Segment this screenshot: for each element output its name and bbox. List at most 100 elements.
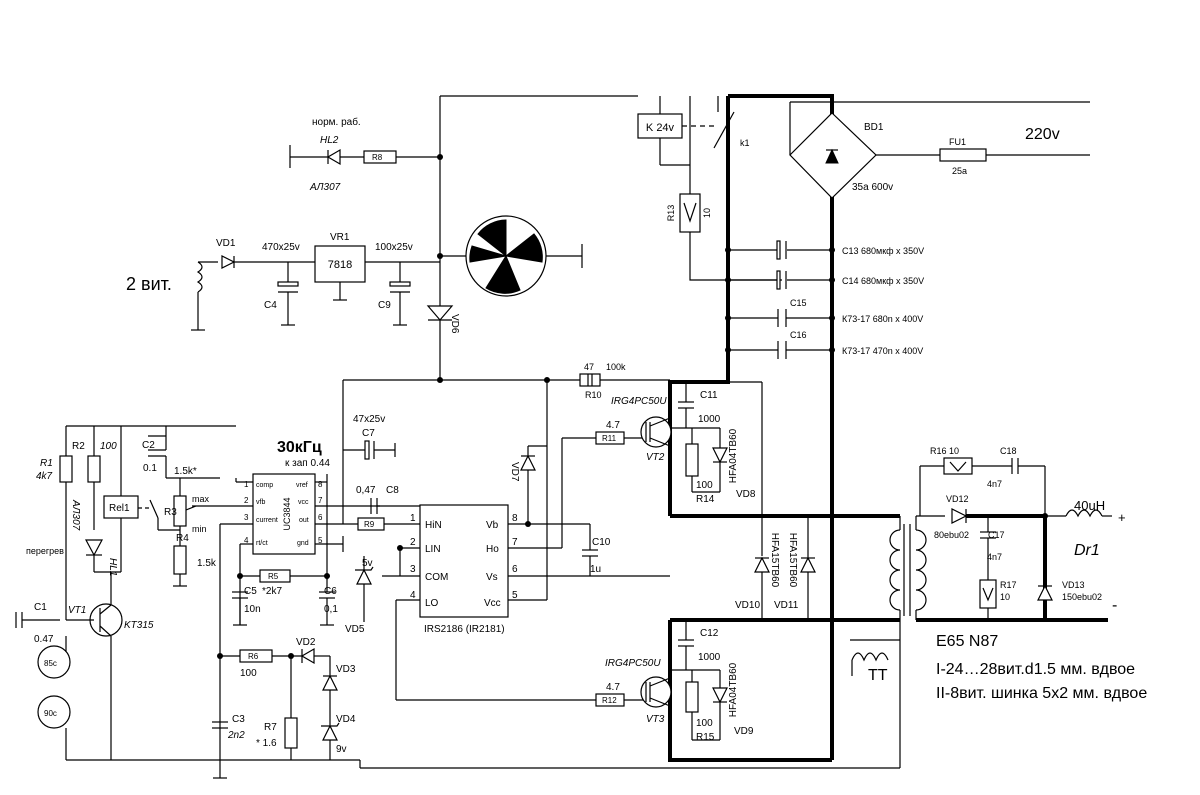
vd3-label: VD3 xyxy=(336,664,356,675)
tt-label: TT xyxy=(868,667,888,684)
hl2-mode-label: норм. раб. xyxy=(312,116,361,128)
ir-lin-pin: LIN xyxy=(425,544,441,555)
uc-rtct-pin: rt/ct xyxy=(256,540,268,547)
uc-pin-7: 7 xyxy=(318,496,323,505)
c12-value: 1000 xyxy=(698,652,721,663)
frequency-label: 30кГц xyxy=(277,439,322,456)
two-turns-label: 2 вит. xyxy=(126,274,172,294)
r12-value: 4.7 xyxy=(606,682,620,693)
c10-value: 1u xyxy=(590,564,601,575)
indicator-hl2: R8 норм. раб. HL2 АЛ307 xyxy=(289,116,440,193)
dr1-label: Dr1 xyxy=(1074,542,1100,559)
ir-pin-2: 2 xyxy=(410,537,416,548)
rc-network: R5 *2k7 C5 10n C6 0,1 xyxy=(232,569,338,626)
uc-current-pin: current xyxy=(256,517,278,524)
r7-label: R7 xyxy=(264,722,277,733)
inductor-value: 40uH xyxy=(1074,498,1105,513)
r13-value: 10 xyxy=(702,208,712,218)
vt3-part: IRG4PC50U xyxy=(605,658,661,669)
bd1-label: BD1 xyxy=(864,122,884,133)
c17-label: C17 xyxy=(988,530,1005,540)
r12-label: R12 xyxy=(602,696,617,705)
c8-value: 0,47 xyxy=(356,485,376,496)
capacitor-c10: C10 1u xyxy=(582,524,611,576)
mains-voltage-label: 220v xyxy=(1025,126,1060,143)
uc-pin-5: 5 xyxy=(318,536,323,545)
ic-irs2186: HiN LIN COM LO Vb Ho Vs Vcc 1 2 3 4 8 7 … xyxy=(382,437,670,701)
vt1-label: VT1 xyxy=(68,605,86,616)
uc-out-pin: out xyxy=(299,517,309,524)
r2-value: 100 xyxy=(100,441,117,452)
minus-terminal: - xyxy=(1112,597,1117,614)
c4-label: C4 xyxy=(264,300,277,311)
r4-label: R4 xyxy=(176,533,189,544)
uc-pin-3: 3 xyxy=(244,513,249,522)
bridge-bd1: BD1 35a 600v xyxy=(789,112,893,199)
c5-value: 10n xyxy=(244,604,261,615)
r3-star-value: 1.5k* xyxy=(174,466,197,477)
r13-label: R13 xyxy=(666,205,676,222)
kt315-label: KT315 xyxy=(124,620,154,631)
ir-name-label: IRS2186 (IR2181) xyxy=(424,624,505,635)
r4-value: 1.5k xyxy=(197,558,217,569)
c6-label: C6 xyxy=(324,586,337,597)
r17-value: 10 xyxy=(1000,592,1010,602)
r1-label: R1 xyxy=(40,458,53,469)
vd10-part: HFA15TB60 xyxy=(769,533,780,588)
r15-value: 100 xyxy=(696,718,713,729)
ir-com-pin: COM xyxy=(425,572,448,583)
c11-value: 1000 xyxy=(698,414,721,425)
c11-label: C11 xyxy=(700,390,718,401)
transformer xyxy=(889,516,927,768)
vd11-part: HFA15TB60 xyxy=(787,533,798,588)
r11-label: R11 xyxy=(602,434,617,443)
uc3844-label: UC3844 xyxy=(282,497,292,530)
c15-label: C15 xyxy=(790,298,807,308)
vd8-part: HFA04TB60 xyxy=(728,428,739,483)
c2-label: C2 xyxy=(142,440,155,451)
vd1-label: VD1 xyxy=(216,238,236,249)
c8-label: C8 xyxy=(386,485,399,496)
ic-uc3844: 30кГц к зап 0.44 UC3844 comp vfb current… xyxy=(192,439,380,760)
vd5-label: VD5 xyxy=(345,624,365,635)
c13-label: C13 680мкф х 350V xyxy=(842,246,924,256)
resistor-r10: 47 100k R10 xyxy=(579,362,626,400)
vr1-label: VR1 xyxy=(330,232,350,243)
fuse-fu1: FU1 25a xyxy=(939,137,987,176)
r10-value-b: 100k xyxy=(606,362,626,372)
r2-label: R2 xyxy=(72,441,85,452)
overheat-label: перегрев xyxy=(26,546,64,556)
r9-label: R9 xyxy=(364,520,375,529)
ir-pin-3: 3 xyxy=(410,564,416,575)
vd5-voltage: 5v xyxy=(362,558,373,569)
c6-value: 0,1 xyxy=(324,604,338,615)
c7-label: C7 xyxy=(362,428,375,439)
vt2-label: VT2 xyxy=(646,452,665,463)
c1-value: 0.47 xyxy=(34,634,54,645)
current-sense: R6 100 VD2 R7 * 1.6 VD3 VD4 9v C3 2n2 xyxy=(212,637,356,779)
resistor-r13: R13 10 xyxy=(666,193,782,281)
uc-pin-4: 4 xyxy=(244,536,249,545)
vt2-part: IRG4PC50U xyxy=(611,396,667,407)
hl1-label: HL1 xyxy=(107,558,118,576)
thermostat-85-label: 85c xyxy=(44,659,57,668)
vd2-label: VD2 xyxy=(296,637,316,648)
ir-vcc-pin: Vcc xyxy=(484,598,501,609)
c5-label: C5 xyxy=(244,586,257,597)
ir-pin-8: 8 xyxy=(512,513,518,524)
k-zap-label: к зап 0.44 xyxy=(285,458,330,469)
r17-label: R17 xyxy=(1000,580,1017,590)
r8-label: R8 xyxy=(372,153,383,162)
c18-value: 4n7 xyxy=(987,479,1002,489)
c7-cap: 47x25v xyxy=(353,414,385,425)
ir-pin-1: 1 xyxy=(410,513,416,524)
uc-gnd-pin: gnd xyxy=(297,540,309,547)
ir-vb-pin: Vb xyxy=(486,520,499,531)
c17-value: 4n7 xyxy=(987,552,1002,562)
resistor-r9: R9 xyxy=(357,517,420,531)
hl2-type: АЛ307 xyxy=(309,182,341,193)
ir-lo-pin: LO xyxy=(425,598,439,609)
c1-label: C1 xyxy=(34,602,47,613)
r10-value-a: 47 xyxy=(584,362,594,372)
r5-label: R5 xyxy=(268,572,279,581)
